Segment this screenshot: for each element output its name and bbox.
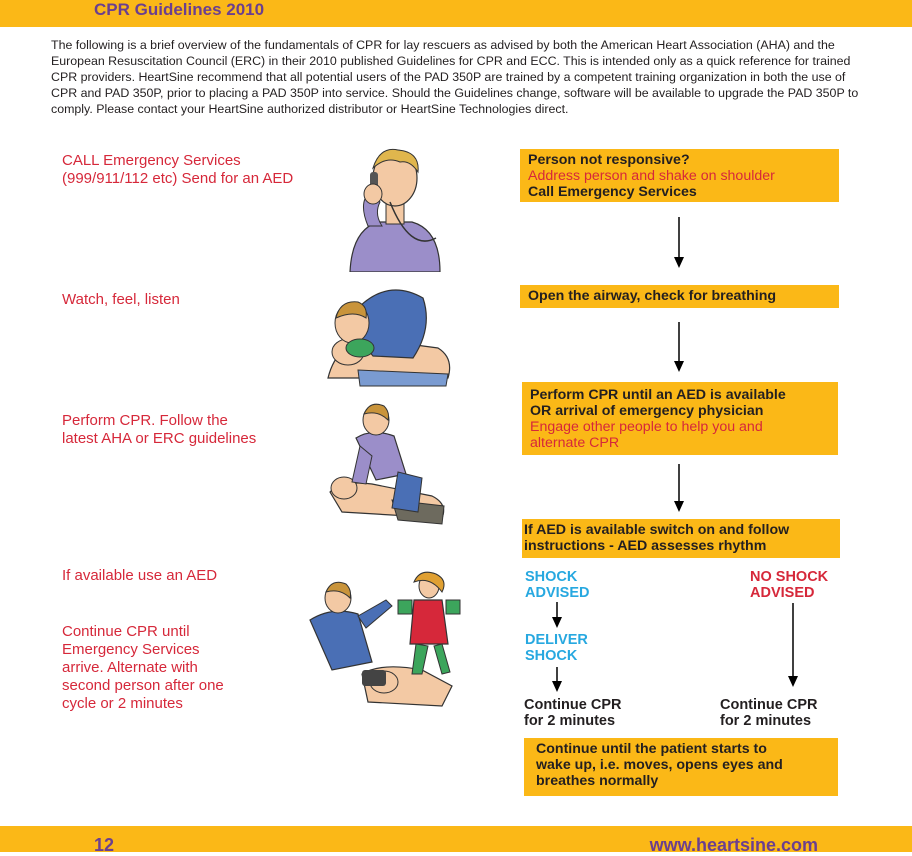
no-shock-advised-label: NO SHOCK ADVISED <box>750 569 829 601</box>
step-call-emergency: CALL Emergency Services (999/911/112 etc… <box>62 152 294 187</box>
arrow-no-shock <box>788 603 798 687</box>
checking-breathing-illustration <box>327 289 451 387</box>
arrow-3 <box>674 464 684 512</box>
continue-cpr-left: Continue CPR for 2 minutes <box>524 697 622 729</box>
header-bar <box>0 0 912 27</box>
flow-box-action: Call Emergency Services <box>528 184 697 200</box>
continue-cpr-right: Continue CPR for 2 minutes <box>720 697 818 729</box>
flow-box-sub: Address person and shake on shoulder <box>528 168 775 184</box>
shock-advised-label: SHOCK ADVISED <box>525 569 590 601</box>
step-use-aed: If available use an AED <box>62 567 218 584</box>
flow-box-perform-cpr: Perform CPR until an AED is available OR… <box>522 382 838 455</box>
flow-box-title: Person not responsive? <box>528 152 690 168</box>
arrow-shock <box>552 602 562 628</box>
arrow-2 <box>674 322 684 372</box>
chest-compressions-illustration <box>329 403 445 525</box>
flow-box-not-responsive: Person not responsive? Address person an… <box>520 149 839 202</box>
step-continue-cpr: Continue CPR until Emergency Services ar… <box>62 623 224 712</box>
aed-rescuers-illustration <box>309 571 461 707</box>
footer-bar <box>0 826 912 852</box>
flow-box-aed-available: If AED is available switch on and follow… <box>522 519 840 558</box>
step-perform-cpr: Perform CPR. Follow the latest AHA or ER… <box>62 412 257 447</box>
arrow-deliver <box>552 667 562 692</box>
deliver-shock-label: DELIVER SHOCK <box>525 632 588 664</box>
man-on-phone-illustration <box>349 148 441 272</box>
footer-url: www.heartsine.com <box>649 835 818 855</box>
flow-box-continue-until: Continue until the patient starts to wak… <box>524 738 838 796</box>
flow-box-open-airway: Open the airway, check for breathing <box>520 285 839 308</box>
arrow-1 <box>674 217 684 268</box>
page-title: CPR Guidelines 2010 <box>94 0 265 19</box>
intro-paragraph: The following is a brief overview of the… <box>51 38 859 116</box>
step-watch-feel-listen: Watch, feel, listen <box>62 291 180 308</box>
page-number: 12 <box>94 835 115 855</box>
